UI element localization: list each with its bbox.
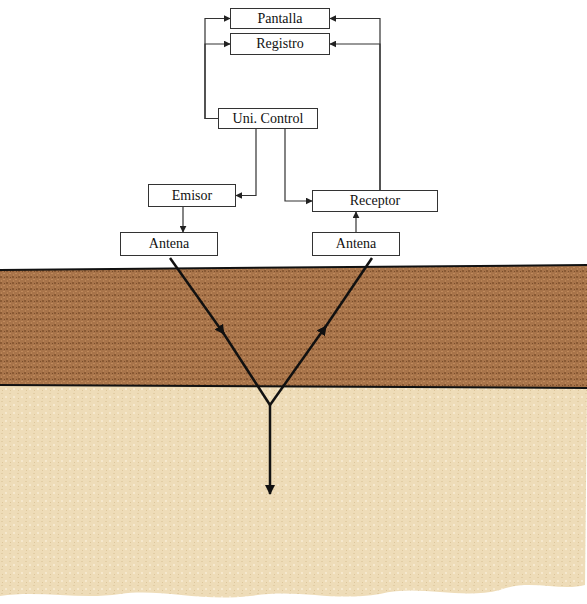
reflected-ray xyxy=(270,326,326,405)
node-label: Receptor xyxy=(350,193,401,209)
recorder-box: Registro xyxy=(230,33,330,55)
signal-connector xyxy=(285,129,312,201)
signal-connector xyxy=(330,44,380,190)
signal-connector xyxy=(205,19,230,119)
node-label: Registro xyxy=(256,36,303,52)
reflected-ray xyxy=(324,258,372,329)
node-label: Antena xyxy=(336,236,376,252)
node-label: Emisor xyxy=(172,188,212,204)
incident-ray xyxy=(170,258,224,334)
signal-connector xyxy=(236,129,256,196)
signal-connector xyxy=(355,212,356,232)
antenna-box: Antena xyxy=(312,232,400,256)
node-label: Uni. Control xyxy=(233,111,304,127)
sand-layer xyxy=(0,385,587,598)
transmitter-box: Emisor xyxy=(148,184,236,207)
receiver-box: Receptor xyxy=(312,190,438,212)
antenna-box: Antena xyxy=(120,232,218,256)
soil-layer xyxy=(0,265,587,388)
display-box: Pantalla xyxy=(230,8,330,29)
transmitted-ray xyxy=(269,405,272,494)
control-unit-box: Uni. Control xyxy=(218,108,318,129)
layer-boundary-line xyxy=(0,385,587,388)
node-label: Antena xyxy=(149,236,189,252)
node-label: Pantalla xyxy=(257,11,302,27)
signal-connector xyxy=(182,207,183,232)
signal-connector xyxy=(330,19,380,191)
ground-surface-line xyxy=(0,265,587,270)
incident-ray xyxy=(222,331,270,405)
